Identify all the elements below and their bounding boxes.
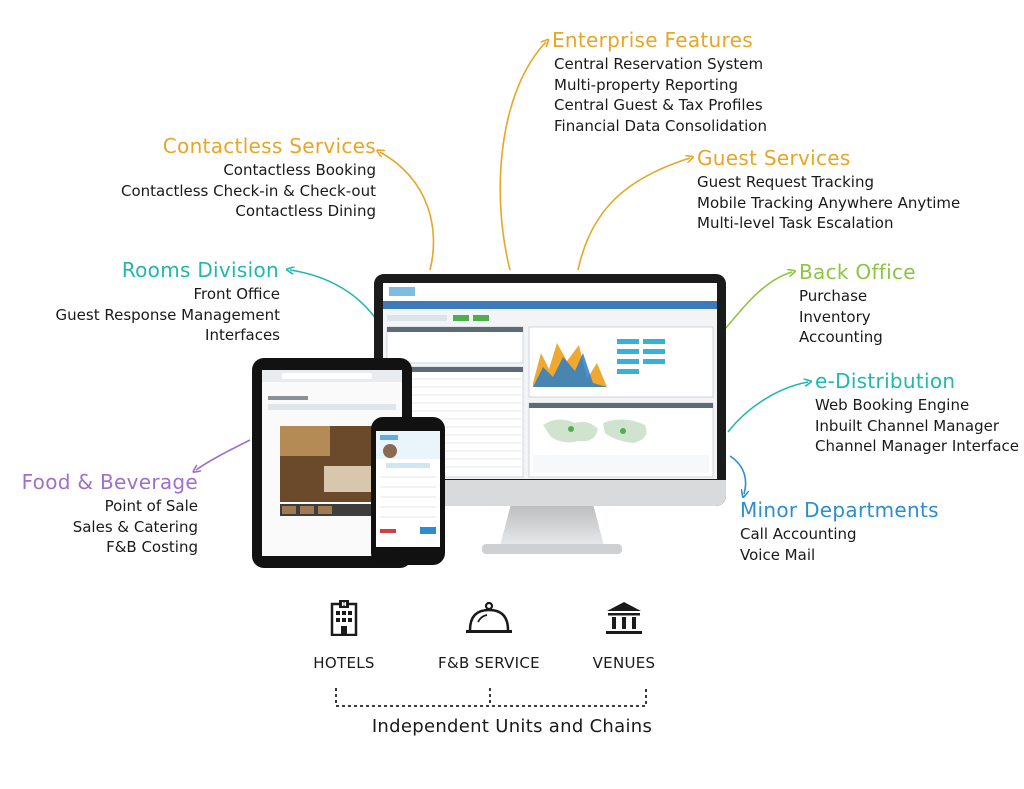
contactless-service-item: Contactless Booking xyxy=(223,161,376,179)
minor-department-item: Call Accounting xyxy=(740,525,857,543)
e-distribution-group: e-Distribution Web Booking Engine Inbuil… xyxy=(815,369,1019,457)
minor-departments-group: Minor Departments Call Accounting Voice … xyxy=(740,498,939,565)
food-beverage-item: Point of Sale xyxy=(104,497,198,515)
hotels-unit: HOTELS xyxy=(304,600,384,672)
back-office-item: Inventory xyxy=(799,307,871,326)
back-office-group: Back Office Purchase Inventory Accountin… xyxy=(799,260,916,348)
mobile-app-screenshot-graphic xyxy=(376,431,440,534)
fnb-connector xyxy=(196,439,251,470)
backoffice-connector xyxy=(725,272,792,329)
guest-service-item: Multi-level Task Escalation xyxy=(697,214,894,232)
guest-service-item: Guest Request Tracking xyxy=(697,173,874,191)
guest-service-item: Mobile Tracking Anywhere Anytime xyxy=(697,193,961,212)
e-distribution-item: Channel Manager Interface xyxy=(815,437,1020,455)
hotel-building-icon xyxy=(330,600,358,636)
contactless-connector xyxy=(380,152,435,271)
minor-connector xyxy=(729,455,746,494)
food-beverage-item: F&B Costing xyxy=(106,538,198,556)
back-office-item: Accounting xyxy=(799,328,883,346)
phone-screen xyxy=(376,431,440,547)
venues-label: VENUES xyxy=(592,654,656,672)
minor-department-item: Voice Mail xyxy=(740,545,816,564)
edistribution-connector xyxy=(727,382,808,433)
enterprise-features-title: Enterprise Features xyxy=(552,28,753,52)
e-distribution-item: Inbuilt Channel Manager xyxy=(815,416,1000,435)
monitor-base xyxy=(482,544,622,554)
guest-connector xyxy=(577,158,690,271)
guest-services-group: Guest Services Guest Request Tracking Mo… xyxy=(697,146,960,234)
food-beverage-group: Food & Beverage Point of Sale Sales & Ca… xyxy=(22,470,198,558)
units-bracket xyxy=(335,688,647,707)
venue-building-icon xyxy=(606,602,642,634)
enterprise-feature-item: Central Guest & Tax Profiles xyxy=(554,96,763,114)
back-office-item: Purchase xyxy=(799,287,868,305)
contactless-service-item: Contactless Dining xyxy=(235,202,376,220)
fnb-service-unit: F&B SERVICE xyxy=(426,600,552,672)
enterprise-connector xyxy=(499,42,546,271)
monitor-stand xyxy=(500,506,604,546)
hotels-label: HOTELS xyxy=(313,654,375,672)
venues-unit: VENUES xyxy=(584,600,664,672)
contactless-services-group: Contactless Services Contactless Booking… xyxy=(121,134,376,222)
rooms-division-group: Rooms Division Front Office Guest Respon… xyxy=(55,258,281,346)
enterprise-features-group: Enterprise Features Central Reservation … xyxy=(552,28,767,136)
fnb-service-label: F&B SERVICE xyxy=(438,654,540,672)
rooms-division-title: Rooms Division xyxy=(121,258,279,282)
enterprise-feature-item: Financial Data Consolidation xyxy=(554,116,767,135)
rooms-division-item: Guest Response Management xyxy=(55,305,280,324)
food-beverage-item: Sales & Catering xyxy=(72,517,198,536)
minor-departments-title: Minor Departments xyxy=(740,498,939,522)
food-beverage-title: Food & Beverage xyxy=(21,470,198,494)
back-office-title: Back Office xyxy=(799,260,916,284)
contactless-services-title: Contactless Services xyxy=(162,134,376,158)
rooms-connector xyxy=(290,270,379,323)
e-distribution-item: Web Booking Engine xyxy=(815,396,970,414)
independent-units-caption: Independent Units and Chains xyxy=(371,716,653,737)
mobile-phone-image xyxy=(371,417,445,565)
guest-services-title: Guest Services xyxy=(697,146,851,170)
enterprise-feature-item: Central Reservation System xyxy=(554,55,764,73)
rooms-division-item: Interfaces xyxy=(205,326,280,344)
enterprise-feature-item: Multi-property Reporting xyxy=(554,75,738,94)
contactless-service-item: Contactless Check-in & Check-out xyxy=(120,181,376,200)
hotel-room-screenshot-graphic xyxy=(262,370,402,516)
food-cloche-icon xyxy=(466,601,512,633)
rooms-division-item: Front Office xyxy=(193,285,281,303)
e-distribution-title: e-Distribution xyxy=(815,369,956,393)
